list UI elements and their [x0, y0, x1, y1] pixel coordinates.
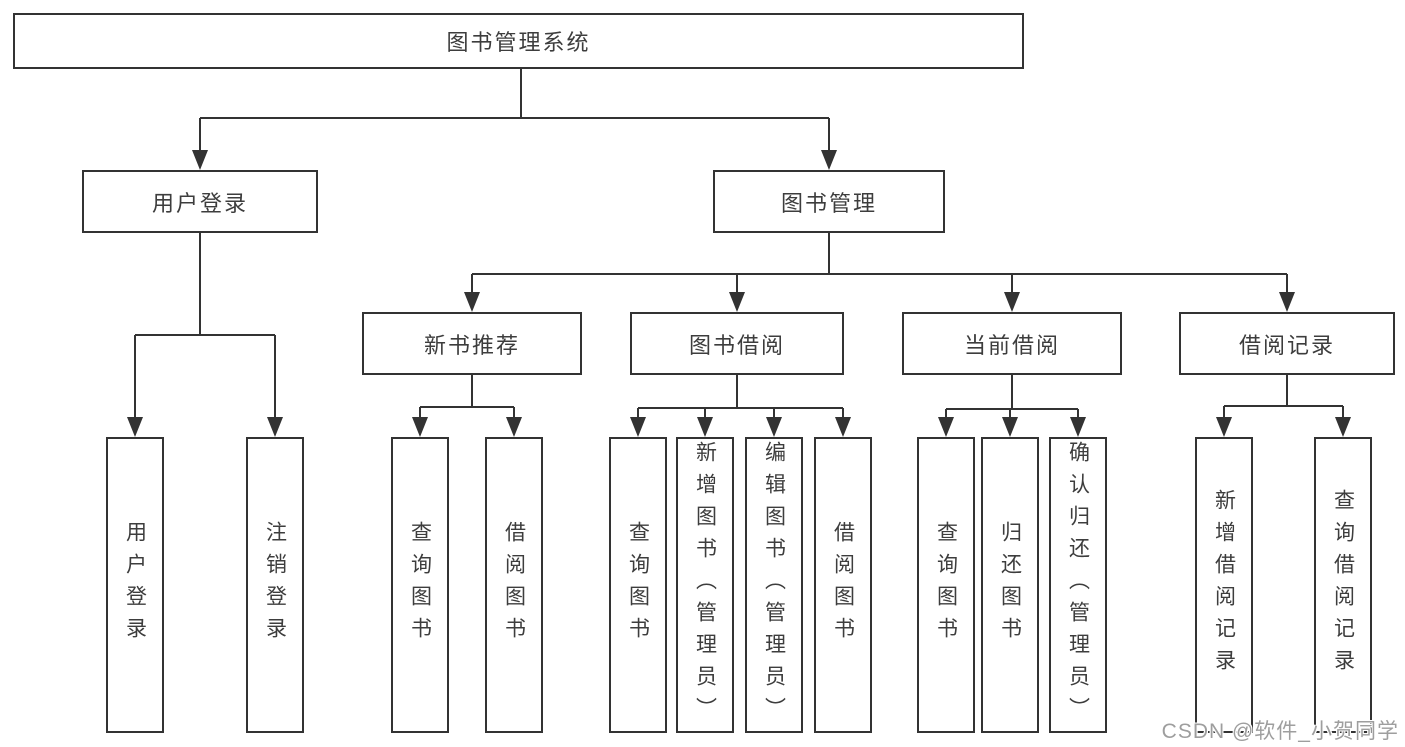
- arrowhead: [766, 417, 782, 437]
- node-book-borrowing-label: 图书借阅: [688, 332, 785, 358]
- arrowhead: [1216, 417, 1232, 437]
- leaf-query-books-borrowing-label: 查询图书: [626, 521, 650, 649]
- node-borrowing-records: 借阅记录: [1179, 312, 1395, 375]
- leaf-user-login: 用户登录: [106, 437, 164, 733]
- leaf-add-books-admin-label: 新增图书（管理员）: [693, 441, 717, 729]
- leaf-user-login-label: 用户登录: [123, 521, 147, 649]
- arrowhead: [506, 417, 522, 437]
- arrowhead: [1335, 417, 1351, 437]
- arrowhead: [1070, 417, 1086, 437]
- arrowhead: [630, 417, 646, 437]
- leaf-query-borrow-record: 查询借阅记录: [1314, 437, 1372, 733]
- arrowhead: [192, 150, 208, 170]
- connector-book-borrow-children: [637, 375, 844, 417]
- leaf-borrow-books-label: 借阅图书: [831, 521, 855, 649]
- leaf-query-books-current: 查询图书: [917, 437, 975, 733]
- arrowhead: [267, 417, 283, 437]
- arrowhead: [835, 417, 851, 437]
- leaf-edit-books-admin: 编辑图书（管理员）: [745, 437, 803, 733]
- connector-new-book-rec-children: [419, 375, 515, 417]
- node-user-login: 用户登录: [82, 170, 318, 233]
- arrowhead: [729, 292, 745, 312]
- leaf-borrow-books-recommend: 借阅图书: [485, 437, 543, 733]
- leaf-query-books-recommend-label: 查询图书: [408, 521, 432, 649]
- node-borrowing-records-label: 借阅记录: [1238, 332, 1335, 358]
- leaf-add-borrow-record: 新增借阅记录: [1195, 437, 1253, 733]
- connector-root-to-level2: [199, 69, 830, 150]
- csdn-watermark: CSDN @软件_小贺同学: [1161, 720, 1399, 743]
- leaf-confirm-return-admin: 确认归还（管理员）: [1049, 437, 1107, 733]
- arrowhead: [464, 292, 480, 312]
- node-new-book-recommendation: 新书推荐: [362, 312, 582, 375]
- arrowheads: [127, 150, 1351, 437]
- arrowhead: [938, 417, 954, 437]
- node-current-borrowing-label: 当前借阅: [963, 332, 1060, 358]
- leaf-query-books-borrowing: 查询图书: [609, 437, 667, 733]
- arrowhead: [127, 417, 143, 437]
- arrowhead: [1279, 292, 1295, 312]
- node-book-management-label: 图书管理: [780, 190, 877, 216]
- arrowhead: [821, 150, 837, 170]
- leaf-edit-books-admin-label: 编辑图书（管理员）: [762, 441, 786, 729]
- leaf-query-books-recommend: 查询图书: [391, 437, 449, 733]
- arrowhead: [412, 417, 428, 437]
- node-library-management-system-label: 图书管理系统: [446, 30, 591, 55]
- arrowhead: [1002, 417, 1018, 437]
- node-current-borrowing: 当前借阅: [902, 312, 1122, 375]
- connector-borrow-records-children: [1223, 375, 1344, 417]
- node-book-management: 图书管理: [713, 170, 945, 233]
- connector-book-mgmt-children: [471, 233, 1288, 292]
- connector-current-borrow-children: [945, 375, 1079, 417]
- arrowhead: [1004, 292, 1020, 312]
- connector-user-login-children: [134, 233, 276, 417]
- leaf-logout-label: 注销登录: [263, 521, 287, 649]
- leaf-borrow-books: 借阅图书: [814, 437, 872, 733]
- arrowhead: [697, 417, 713, 437]
- node-user-login-label: 用户登录: [151, 190, 248, 216]
- leaf-add-books-admin: 新增图书（管理员）: [676, 437, 734, 733]
- leaf-borrow-books-recommend-label: 借阅图书: [502, 521, 526, 649]
- node-book-borrowing: 图书借阅: [630, 312, 844, 375]
- node-new-book-recommendation-label: 新书推荐: [423, 332, 520, 358]
- node-library-management-system: 图书管理系统: [13, 13, 1024, 69]
- leaf-return-books-label: 归还图书: [998, 521, 1022, 649]
- leaf-return-books: 归还图书: [981, 437, 1039, 733]
- leaf-query-borrow-record-label: 查询借阅记录: [1331, 489, 1355, 681]
- leaf-logout: 注销登录: [246, 437, 304, 733]
- leaf-add-borrow-record-label: 新增借阅记录: [1212, 489, 1236, 681]
- leaf-query-books-current-label: 查询图书: [934, 521, 958, 649]
- leaf-confirm-return-admin-label: 确认归还（管理员）: [1066, 441, 1090, 729]
